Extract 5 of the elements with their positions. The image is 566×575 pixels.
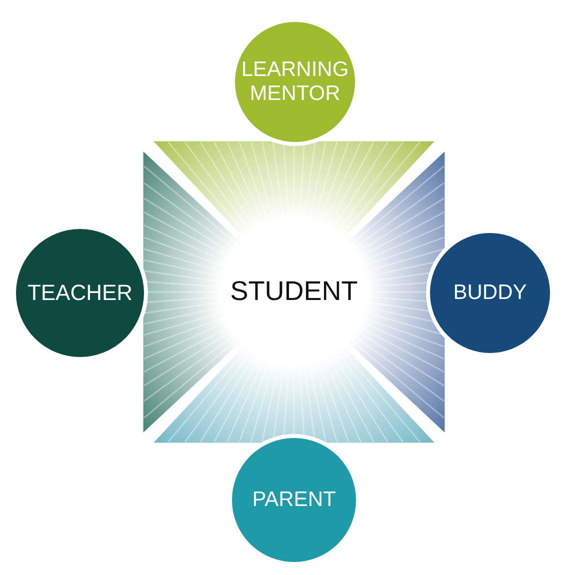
node-label: LEARNING MENTOR	[241, 58, 349, 106]
node-label: STUDENT	[230, 276, 358, 308]
node-label: PARENT	[252, 488, 336, 512]
node-label: TEACHER	[27, 280, 133, 306]
node-label: BUDDY	[453, 280, 527, 306]
